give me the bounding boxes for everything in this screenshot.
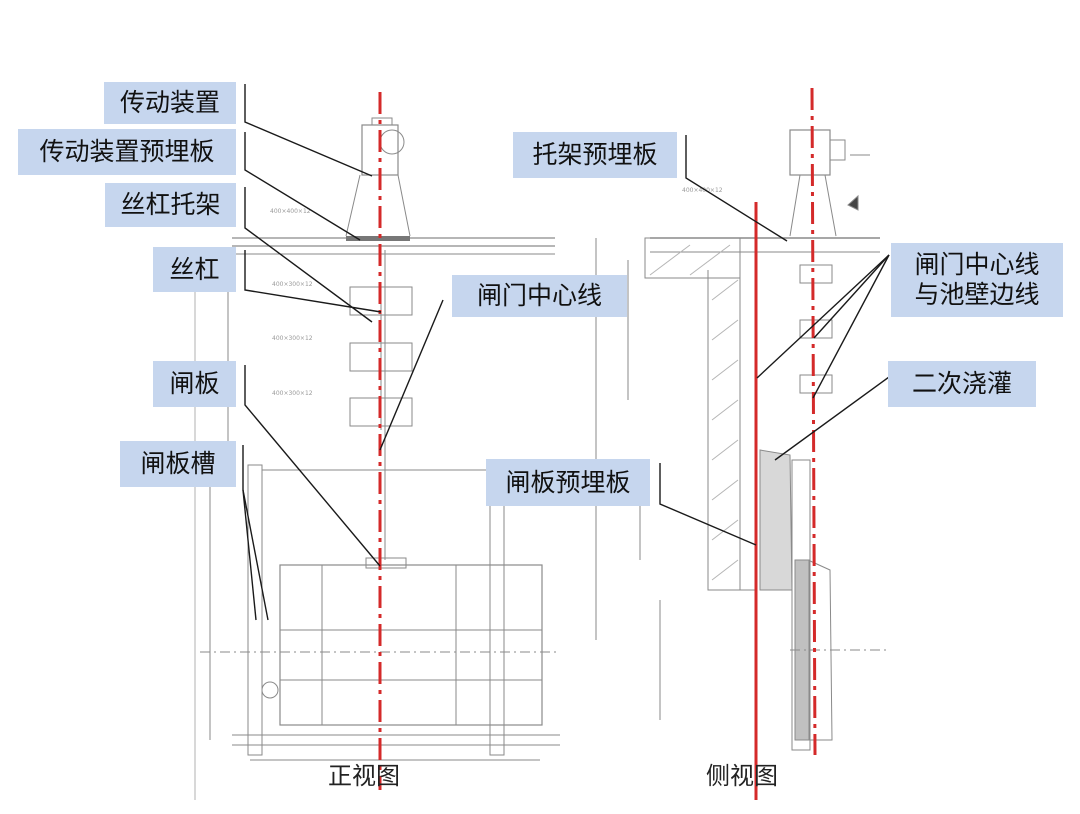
label-gate-centerline-front: 闸门中心线 [452, 275, 627, 317]
label-drive-device-embedded-plate: 传动装置预埋板 [18, 129, 236, 175]
label-gate-slot: 闸板槽 [120, 441, 236, 487]
side-view-drawing: 400×400×12 [595, 129, 890, 751]
svg-text:400×300×12: 400×300×12 [272, 335, 313, 342]
label-screw-bracket: 丝杠托架 [105, 183, 236, 227]
leader-lines [242, 84, 890, 621]
svg-text:400×400×12: 400×400×12 [682, 187, 723, 194]
label-gate-plate: 闸板 [153, 361, 236, 407]
svg-text:400×300×12: 400×300×12 [272, 281, 313, 288]
label-gate-centerline-wall-edge: 闸门中心线 与池壁边线 [891, 243, 1063, 317]
centerlines [378, 87, 817, 800]
svg-text:400×400×12: 400×400×12 [270, 208, 311, 215]
caption-front-view: 正视图 [328, 762, 400, 790]
label-bracket-embedded-plate: 托架预埋板 [513, 132, 677, 178]
caption-side-view: 侧视图 [706, 762, 778, 790]
label-secondary-grouting: 二次浇灌 [888, 361, 1036, 407]
label-drive-device: 传动装置 [104, 82, 236, 124]
side-gate-centerline [810, 87, 817, 756]
label-gate-embedded-plate: 闸板预埋板 [486, 459, 650, 506]
label-screw: 丝杠 [153, 247, 236, 292]
svg-text:400×300×12: 400×300×12 [272, 390, 313, 397]
